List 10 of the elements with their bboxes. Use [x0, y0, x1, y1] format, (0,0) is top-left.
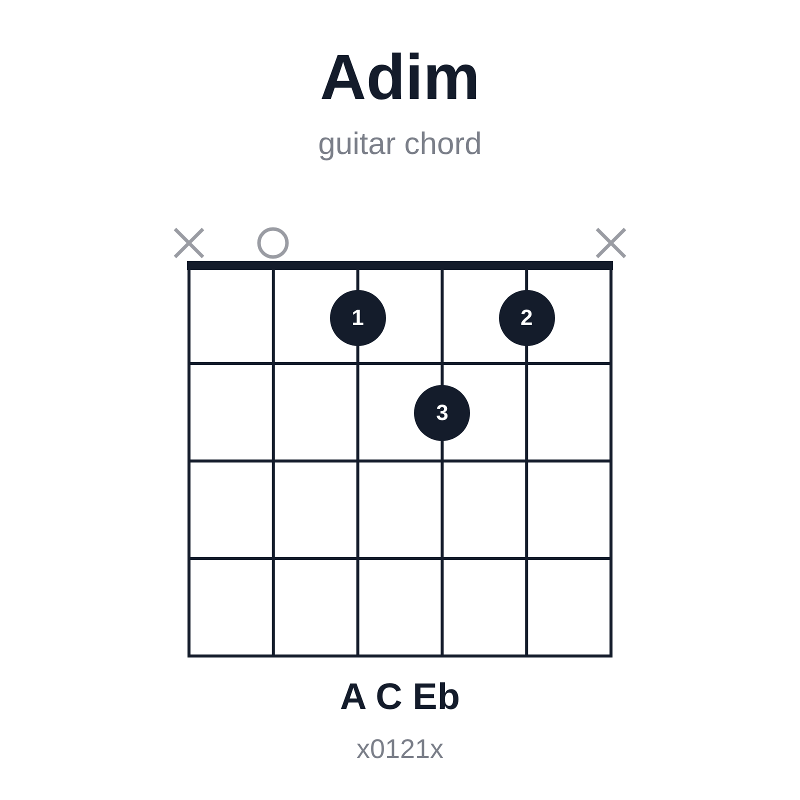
fingering-code: x0121x — [356, 734, 444, 764]
finger-dot: 1 — [330, 290, 386, 346]
finger-dot: 3 — [414, 385, 470, 441]
cross-icon — [594, 226, 628, 260]
ring-icon — [256, 226, 290, 260]
chord-notes: A C Eb — [340, 676, 460, 717]
chord-subtitle: guitar chord — [318, 126, 482, 161]
chord-title: Adim — [320, 41, 480, 113]
cross-icon — [172, 226, 206, 260]
finger-dot: 2 — [498, 290, 555, 346]
